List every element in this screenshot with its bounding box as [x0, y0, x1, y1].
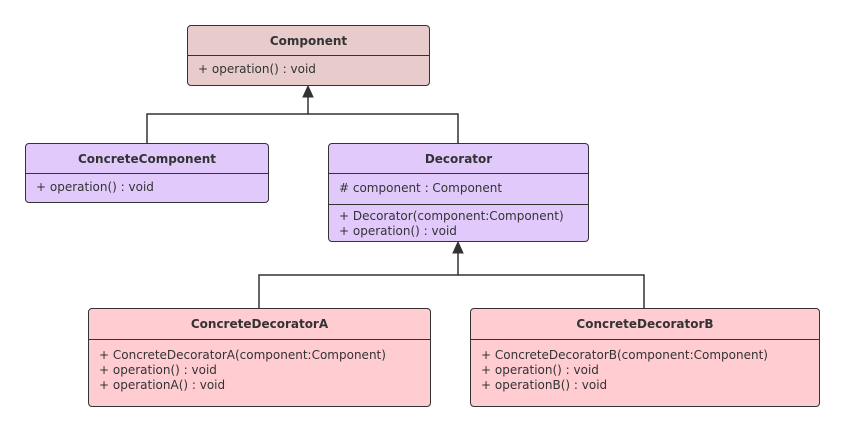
operation: + operation() : void: [36, 180, 154, 194]
operation: + operation() : void: [99, 363, 217, 377]
class-name: ConcreteDecoratorA: [89, 309, 430, 340]
class-component[interactable]: Component + operation() : void: [187, 25, 430, 86]
operations-section: + Decorator(component:Component) + opera…: [329, 204, 588, 241]
operation: + operation() : void: [198, 62, 316, 76]
operations-section: + operation() : void: [188, 56, 429, 81]
arrowhead-to-component: [302, 84, 314, 98]
operations-section: + ConcreteDecoratorA(component:Component…: [89, 340, 430, 397]
edge-decorator-a-to-decorator: [258, 252, 459, 308]
edge-decorator-to-component: [308, 113, 459, 143]
operations-section: + ConcreteDecoratorB(component:Component…: [471, 340, 819, 397]
class-name: Component: [188, 26, 429, 56]
attribute: # component : Component: [339, 181, 503, 195]
class-concrete-component[interactable]: ConcreteComponent + operation() : void: [25, 143, 269, 203]
arrowhead-to-decorator: [452, 240, 464, 254]
edge-decorator-b-to-decorator: [458, 274, 645, 308]
class-concrete-decorator-a[interactable]: ConcreteDecoratorA + ConcreteDecoratorA(…: [88, 308, 431, 407]
attributes-section: # component : Component: [329, 174, 588, 204]
operation: + operationA() : void: [99, 378, 226, 392]
operation: + operationB() : void: [481, 378, 608, 392]
operation: + Decorator(component:Component): [339, 209, 564, 223]
operation: + operation() : void: [481, 363, 599, 377]
operation: + operation() : void: [339, 224, 457, 238]
operations-section: + operation() : void: [26, 174, 268, 199]
edge-concrete-component-to-component: [146, 96, 309, 143]
class-concrete-decorator-b[interactable]: ConcreteDecoratorB + ConcreteDecoratorB(…: [470, 308, 820, 407]
operation: + ConcreteDecoratorB(component:Component…: [481, 348, 768, 362]
operation: + ConcreteDecoratorA(component:Component…: [99, 348, 386, 362]
class-decorator[interactable]: Decorator # component : Component + Deco…: [328, 143, 589, 242]
class-name: Decorator: [329, 144, 588, 174]
class-name: ConcreteComponent: [26, 144, 268, 174]
class-name: ConcreteDecoratorB: [471, 309, 819, 340]
